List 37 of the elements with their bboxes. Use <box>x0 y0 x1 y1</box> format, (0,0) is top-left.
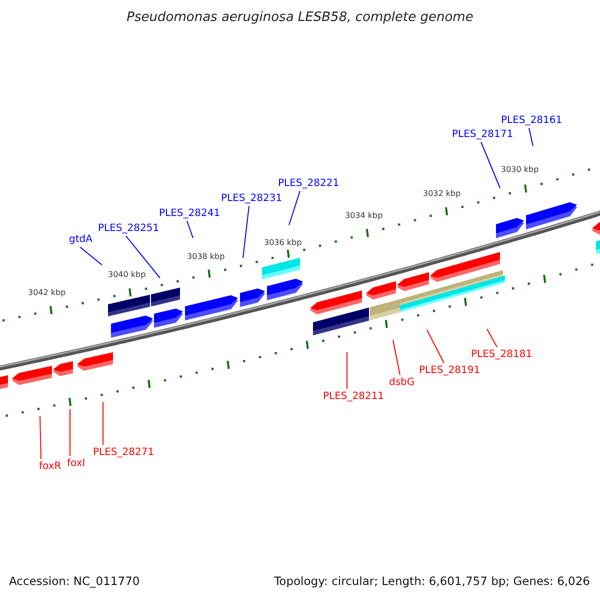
gene-label: foxI <box>67 457 86 470</box>
gene-label: PLES_28181 <box>471 348 532 361</box>
leader-line <box>186 220 194 238</box>
gene-label: dsbG <box>389 376 415 389</box>
genome-summary: Topology: circular; Length: 6,601,757 bp; Genes: 6,026 <box>274 574 590 588</box>
leader-line <box>80 246 102 266</box>
leader-line <box>242 206 250 258</box>
gene-label: PLES_28211 <box>323 390 384 403</box>
scale-label: 3030 kbp <box>501 165 539 175</box>
gene-label: PLES_28231 <box>221 192 282 205</box>
scale-label: 3032 kbp <box>423 189 461 199</box>
leader-line <box>392 340 400 376</box>
gene-label: PLES_28171 <box>452 128 514 141</box>
leader-line <box>480 142 500 188</box>
leader-line <box>288 190 300 226</box>
gene-label: PLES_28251 <box>98 222 160 235</box>
scale-label: 3034 kbp <box>345 211 383 221</box>
gene-label: PLES_28271 <box>93 446 154 459</box>
gene-label: PLES_28221 <box>278 177 340 190</box>
scale-label: 3040 kbp <box>108 270 146 280</box>
gene-label: PLES_28161 <box>501 114 562 127</box>
leader-line <box>40 416 42 460</box>
gene-label: PLES_28191 <box>419 364 480 377</box>
scale-label: 3042 kbp <box>28 288 66 298</box>
leader-line <box>528 128 534 146</box>
leader-line <box>486 328 498 348</box>
scale-label: 3038 kbp <box>187 252 225 262</box>
leader-line <box>346 352 348 390</box>
accession-label: Accession: NC_011770 <box>9 574 140 588</box>
diagram-title: Pseudomonas aeruginosa LESB58, complete genome <box>126 10 474 25</box>
leader-line <box>426 330 444 364</box>
gene-label: PLES_28241 <box>159 207 220 220</box>
leader-line <box>126 236 160 278</box>
gene-label: foxR <box>39 460 62 473</box>
gene-label: gtdA <box>69 233 92 246</box>
leader-line <box>102 402 104 446</box>
scale-label: 3036 kbp <box>264 238 302 248</box>
